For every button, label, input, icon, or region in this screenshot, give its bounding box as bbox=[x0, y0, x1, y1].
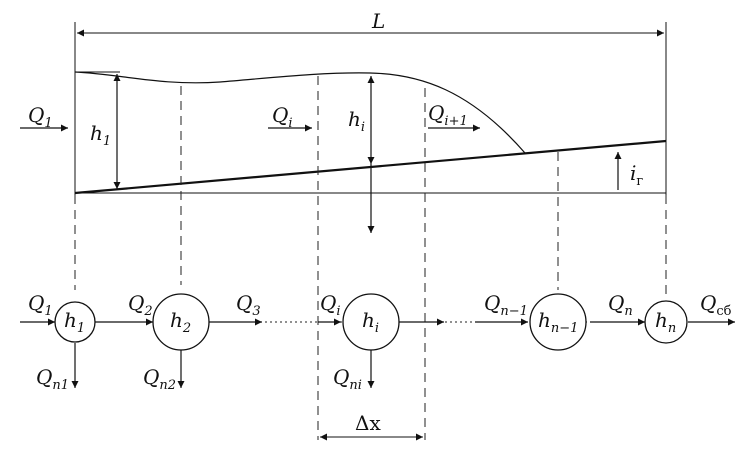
node-label-i: hi bbox=[362, 308, 379, 336]
node-i bbox=[342, 293, 400, 351]
node-1 bbox=[54, 301, 96, 343]
node-label-n-1: hn−1 bbox=[538, 308, 578, 336]
inflow-label-3: Q3 bbox=[236, 291, 261, 319]
inflow-label-n: Qn bbox=[608, 291, 633, 319]
water-surface-curve bbox=[74, 71, 526, 154]
step-label: Δx bbox=[355, 411, 381, 435]
loss-label-1: Qп1 bbox=[36, 365, 69, 393]
outflow-label-final: Qсб bbox=[700, 291, 732, 319]
inflow-label-1: Q1 bbox=[28, 291, 53, 319]
node-n-1 bbox=[529, 293, 587, 351]
inflow-label-n-1: Qn−1 bbox=[484, 291, 528, 319]
node-n bbox=[644, 300, 688, 344]
node-label-n: hn bbox=[655, 308, 676, 336]
top-inflow-label: Q1 bbox=[28, 103, 53, 131]
node-label-2: h2 bbox=[170, 308, 191, 336]
flow-i-next-label: Qi+1 bbox=[428, 101, 468, 129]
node-2 bbox=[152, 293, 210, 351]
slope-label: iг bbox=[630, 161, 643, 189]
depth-i-label: hi bbox=[348, 107, 365, 135]
loss-label-i: Qпi bbox=[333, 365, 362, 393]
length-label: L bbox=[371, 9, 385, 33]
inflow-label-2: Q2 bbox=[128, 291, 153, 319]
node-label-1: h1 bbox=[64, 308, 85, 336]
loss-label-2: Qп2 bbox=[143, 365, 176, 393]
inflow-label-i: Qi bbox=[320, 291, 341, 319]
depth-first-label: h1 bbox=[90, 121, 111, 149]
flow-i-label: Qi bbox=[272, 103, 293, 131]
